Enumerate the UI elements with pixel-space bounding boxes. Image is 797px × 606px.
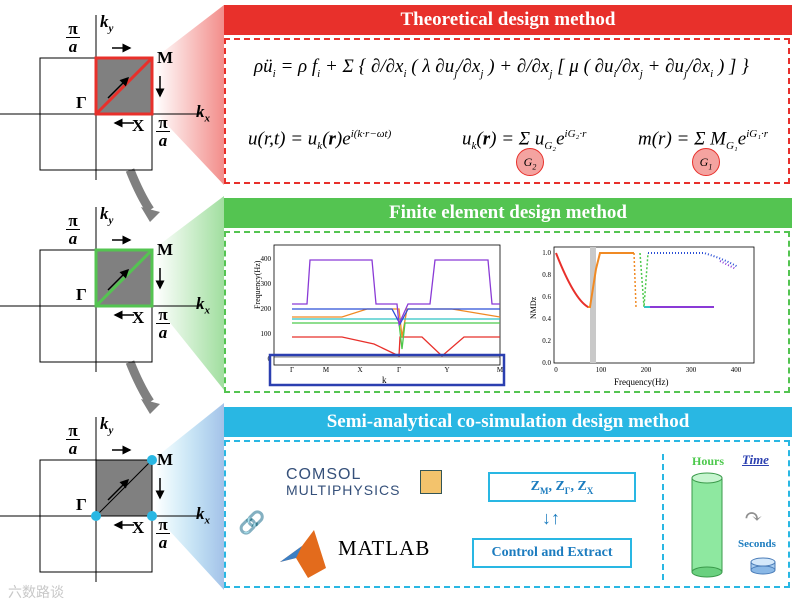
z-parameters-box: ZM, ZΓ, ZX: [488, 472, 636, 502]
lc-xtick-label: X: [357, 366, 362, 374]
kx-label-2: kx: [196, 294, 210, 317]
rc-xtick-label: 0: [554, 366, 558, 374]
control-extract-box: Control and Extract: [472, 538, 632, 568]
rc-ytick-label: 0.8: [542, 271, 551, 279]
banner-semi: Semi-analytical co-simulation design met…: [224, 407, 792, 437]
point-gamma: [91, 511, 101, 521]
divider: [662, 454, 664, 580]
equation-motion: ρüi = ρ fi + Σ { ∂/∂xi ( λ ∂uj/∂xj ) + ∂…: [254, 56, 749, 80]
hours-cylinder: [691, 472, 723, 578]
panel-fem: 0 100 200 300 400 Frequency(Hz) k Γ M X Γ Y M NMD…: [224, 231, 790, 393]
rc-xtick-label: 100: [596, 366, 607, 374]
rc-xlabel: Frequency(Hz): [614, 377, 668, 387]
comsol-logo-text: COMSOL MULTIPHYSICS: [286, 466, 401, 498]
fan-green: [155, 196, 224, 390]
rc-ytick-label: 0.6: [542, 293, 551, 301]
rc-ytick-label: 0.0: [542, 359, 551, 367]
bz-diagram-green: [0, 207, 200, 372]
link-icon: 🔗: [238, 510, 266, 535]
m-label-1: M: [157, 48, 174, 67]
k-path-highlight: [268, 353, 506, 387]
nmdz-orange: [588, 252, 634, 308]
swap-arrows-icon: ↓↑: [542, 508, 560, 528]
curve-arrow-icon: ↷: [744, 504, 763, 529]
band-blue: [292, 308, 500, 326]
banner-theoretical: Theoretical design method: [224, 5, 792, 35]
m-label-2: M: [157, 240, 174, 259]
time-label: Time: [742, 452, 769, 467]
equation-uk: uk(r) = Σ uG₂eiG₂·r: [462, 128, 587, 153]
rc-ytick-label: 1.0: [542, 249, 551, 257]
nmdz-chart: NMDz Frequency(Hz) 0.0 0.2 0.4 0.6 0.8 1.0 0 1…: [529, 246, 755, 387]
lc-ytick-label: 100: [261, 330, 272, 338]
circle-g1: G1: [692, 148, 720, 176]
rc-xtick-label: 300: [686, 366, 697, 374]
m-label-3: M: [157, 450, 174, 469]
x-label-3: X: [132, 518, 145, 537]
rc-ylabel: NMDz: [529, 296, 538, 319]
curve-arrow-2: [125, 360, 154, 405]
lc-xtick-label: M: [323, 366, 330, 374]
band-purple: [292, 259, 500, 327]
nmdz-red: [555, 252, 590, 308]
rc-ytick-label: 0.2: [542, 337, 551, 345]
lc-ytick-label: 400: [261, 255, 272, 263]
panel-theoretical: ρüi = ρ fi + Σ { ∂/∂xi ( λ ∂uj/∂xj ) + ∂…: [224, 38, 790, 184]
seconds-label: Seconds: [738, 538, 776, 550]
curve-arrow-1: [125, 168, 154, 213]
lc-ytick-label: 200: [261, 305, 272, 313]
comsol-icon: [420, 470, 442, 494]
seconds-cylinder: [750, 557, 776, 575]
watermark: 六数路谈: [8, 585, 64, 601]
rc-ytick-label: 0.4: [542, 315, 551, 323]
gamma-label-2: Γ: [76, 285, 87, 304]
gray-band: [590, 247, 596, 363]
kx-label-3: kx: [196, 504, 210, 527]
bz-diagram-red: [0, 15, 200, 180]
ky-label-2: ky: [100, 204, 114, 227]
lc-xlabel: k: [382, 375, 387, 385]
x-label-2: X: [132, 308, 145, 327]
matlab-text: MATLAB: [338, 536, 431, 560]
lc-xtick-label: M: [497, 366, 504, 374]
rc-xtick-label: 400: [731, 366, 742, 374]
circle-g2: G2: [516, 148, 544, 176]
lc-xtick-label: Γ: [397, 366, 401, 374]
fan-blue: [155, 403, 224, 590]
bz-diagram-blue: [0, 417, 200, 582]
banner-fem: Finite element design method: [224, 198, 792, 228]
fan-red: [155, 5, 224, 185]
equation-bloch: u(r,t) = uk(r)ei(k·r−ωt): [248, 128, 392, 153]
point-m: [147, 455, 157, 465]
lc-xtick-label: Γ: [290, 366, 294, 374]
gamma-label-3: Γ: [76, 495, 87, 514]
hours-label: Hours: [692, 454, 725, 468]
lc-ylabel: Frequency(Hz): [253, 260, 262, 309]
panel-semi: COMSOL MULTIPHYSICS 🔗 MATLAB ZM, ZΓ, ZX …: [224, 440, 790, 588]
kx-label-1: kx: [196, 102, 210, 125]
ky-label-1: ky: [100, 12, 114, 35]
equation-mr: m(r) = Σ MG₁eiG₁·r: [638, 128, 769, 153]
ky-label-3: ky: [100, 414, 114, 437]
matlab-logo-icon: [280, 530, 326, 578]
gamma-label-1: Γ: [76, 93, 87, 112]
point-x: [147, 511, 157, 521]
band-green: [292, 322, 500, 350]
rc-xtick-label: 200: [641, 366, 652, 374]
lc-ytick-label: 300: [261, 280, 272, 288]
x-label-1: X: [132, 116, 145, 135]
lc-xtick-label: Y: [444, 366, 449, 374]
